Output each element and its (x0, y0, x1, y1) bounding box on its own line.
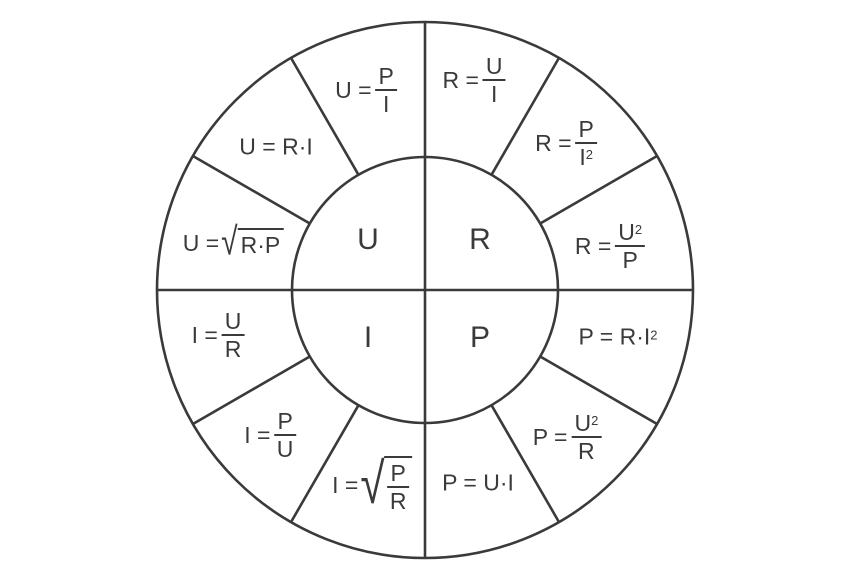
spoke-line (490, 404, 561, 523)
numerator: P (387, 460, 409, 488)
spoke-line (289, 404, 360, 523)
lhs: U = (335, 76, 372, 103)
lhs: R = (574, 232, 612, 259)
formula-p-u-times-i: P = U·I (442, 470, 514, 497)
numerator: P (575, 116, 597, 144)
spoke-line (539, 154, 658, 225)
quadrant-p: P (469, 321, 491, 354)
exponent: 2 (585, 147, 594, 162)
spoke-line (289, 57, 360, 176)
spoke-line (539, 355, 658, 426)
denominator: I (383, 91, 390, 117)
spoke-line (192, 154, 311, 225)
numerator: P (274, 408, 296, 436)
lhs: R = (535, 129, 572, 156)
sqrt-icon: √ (360, 452, 385, 517)
lhs: I = (332, 471, 359, 498)
formula-text: P = U·I (442, 469, 514, 496)
lhs: I = (191, 321, 218, 348)
denominator: I (579, 144, 586, 170)
denominator: R (578, 438, 595, 464)
formula-text: P = R·I (578, 323, 651, 350)
sqrt-icon: √ (221, 220, 238, 264)
spoke-line (192, 355, 311, 426)
lhs: R = (442, 66, 479, 93)
denominator: R (224, 336, 242, 362)
exponent: 2 (650, 327, 658, 343)
numerator: U (482, 53, 506, 81)
numerator: U (574, 410, 592, 436)
lhs: U = (182, 229, 220, 256)
quadrant-i: I (363, 321, 373, 354)
denominator: U (276, 436, 294, 462)
exponent: 2 (634, 222, 643, 237)
radicand: R·P (237, 227, 284, 259)
lhs: I = (244, 421, 271, 448)
exponent: 2 (591, 413, 599, 428)
quadrant-r: R (469, 223, 491, 256)
numerator: U (221, 308, 245, 336)
numerator: P (375, 63, 397, 91)
formula-text: U = R·I (239, 133, 313, 160)
numerator: U (618, 219, 635, 245)
denominator: R (389, 488, 407, 514)
denominator: I (491, 81, 498, 107)
formula-u-sqrt-rp: U = √R·P (182, 221, 284, 264)
lhs: P = (532, 423, 568, 450)
spoke-line (490, 57, 561, 176)
denominator: P (622, 247, 638, 273)
formula-u-r-times-i: U = R·I (239, 134, 312, 161)
quadrant-u: U (357, 223, 379, 256)
